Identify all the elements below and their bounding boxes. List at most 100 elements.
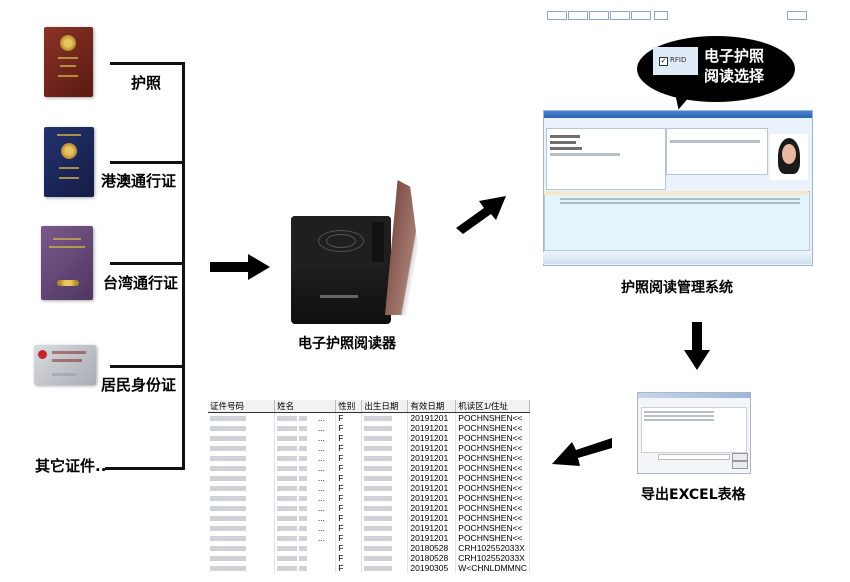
redacted-value — [210, 546, 246, 552]
redacted-value — [210, 436, 246, 442]
software-statusbar — [543, 252, 811, 264]
name-ellipsis: ... — [317, 483, 325, 493]
name-ellipsis: ... — [317, 513, 325, 523]
birth-date-cell — [361, 433, 409, 443]
redacted-value — [210, 496, 246, 502]
birth-date-cell — [361, 473, 409, 483]
bracket-line — [110, 161, 185, 164]
birth-date-cell — [361, 523, 409, 533]
rfid-option[interactable]: ✓ RFID — [653, 47, 698, 75]
id-number-cell — [208, 533, 276, 543]
expiry-date-cell: 20191201 — [407, 463, 457, 473]
expiry-date-cell: 20191201 — [407, 473, 457, 483]
redacted-value — [299, 456, 308, 462]
ornament-icon — [57, 280, 79, 286]
portrait-face — [782, 144, 796, 164]
info-panel-right — [666, 128, 768, 175]
redacted-value — [277, 436, 298, 442]
hk-macau-permit-image — [44, 127, 94, 197]
birth-date-cell — [361, 493, 409, 503]
portrait-photo — [770, 134, 808, 180]
redacted-value — [364, 446, 393, 452]
sex-cell: F — [335, 563, 363, 573]
id-number-cell — [208, 503, 276, 513]
redacted-value — [364, 456, 393, 462]
id-card-image — [34, 345, 96, 385]
info-text — [550, 141, 576, 144]
emblem-icon — [38, 350, 47, 359]
bracket-line — [110, 262, 185, 265]
arrow-down-left-icon — [552, 438, 612, 466]
bubble-text-line1: 电子护照 — [704, 47, 765, 65]
redacted-value — [364, 496, 393, 502]
reader-label: 电子护照阅读器 — [298, 336, 396, 352]
passport-image — [44, 27, 93, 97]
expiry-date-cell: 20191201 — [407, 513, 457, 523]
excel-export-dialog — [637, 392, 751, 474]
doc-label-hk-macau: 港澳通行证 — [101, 172, 177, 190]
redacted-value — [277, 456, 298, 462]
id-number-cell — [208, 412, 276, 423]
slot — [372, 222, 384, 262]
redacted-value — [299, 526, 308, 532]
name-cell — [274, 543, 337, 553]
id-number-cell — [208, 493, 276, 503]
export-label: 导出EXCEL表格 — [641, 487, 746, 503]
sex-cell: F — [335, 423, 363, 433]
bubble-text-line2: 阅读选择 — [704, 67, 765, 85]
redacted-value — [210, 486, 246, 492]
name-cell: ... — [274, 483, 337, 493]
sex-cell: F — [335, 443, 363, 453]
redacted-value — [299, 466, 308, 472]
redacted-value — [364, 536, 393, 542]
redacted-value — [277, 446, 298, 452]
name-cell: ... — [274, 523, 337, 533]
expiry-date-cell: 20180528 — [407, 543, 457, 553]
cover-text — [59, 177, 79, 179]
redacted-value — [277, 466, 298, 472]
mrz-cell: POCHNSHEN<< — [455, 433, 530, 443]
checkbox-icon[interactable]: ✓ — [659, 57, 668, 66]
redacted-value — [299, 416, 308, 422]
mrz-cell: POCHNSHEN<< — [455, 513, 530, 523]
redacted-value — [364, 506, 393, 512]
toolbar-button — [654, 11, 668, 20]
redacted-value — [299, 566, 308, 572]
info-text — [550, 153, 620, 156]
data-grid — [544, 191, 810, 251]
card-text — [52, 359, 82, 362]
name-ellipsis: ... — [317, 493, 325, 503]
cover-text — [57, 134, 81, 136]
redacted-value — [277, 516, 298, 522]
redacted-value — [210, 516, 246, 522]
sex-cell: F — [335, 463, 363, 473]
id-number-cell — [208, 423, 276, 433]
mrz-cell: POCHNSHEN<< — [455, 453, 530, 463]
redacted-value — [364, 426, 393, 432]
cancel-button — [732, 461, 748, 469]
bracket-line — [110, 62, 185, 65]
mrz-cell: POCHNSHEN<< — [455, 463, 530, 473]
mrz-cell: CRH102552033X — [455, 553, 530, 563]
id-number-cell — [208, 453, 276, 463]
file-row — [644, 419, 714, 421]
name-cell: ... — [274, 443, 337, 453]
birth-date-cell — [361, 483, 409, 493]
window-titlebar — [544, 111, 812, 118]
redacted-value — [277, 416, 298, 422]
column-header: 出生日期 — [361, 400, 409, 413]
expiry-date-cell: 20191201 — [407, 483, 457, 493]
system-label: 护照阅读管理系统 — [621, 280, 733, 296]
id-number-cell — [208, 463, 276, 473]
redacted-value — [364, 416, 393, 422]
name-cell: ... — [274, 433, 337, 443]
redacted-value — [277, 536, 298, 542]
info-text — [550, 135, 580, 138]
